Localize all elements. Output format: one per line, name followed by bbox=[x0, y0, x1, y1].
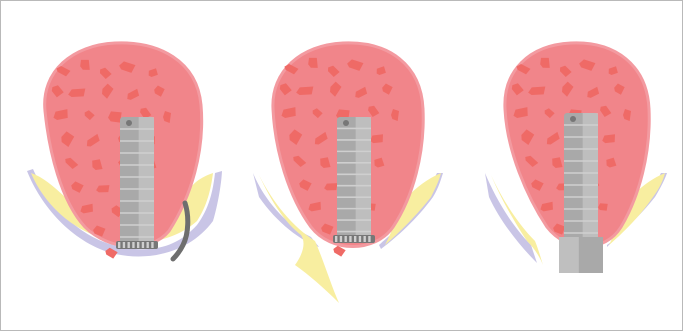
collar-notch bbox=[335, 236, 337, 242]
collar-notch bbox=[132, 242, 134, 248]
collar-notch bbox=[151, 242, 153, 248]
implant-highlight bbox=[139, 117, 154, 249]
collar-notch bbox=[128, 242, 130, 248]
collar-notch bbox=[340, 236, 342, 242]
collar-notch bbox=[354, 236, 356, 242]
implant-highlight bbox=[583, 113, 598, 245]
abutment-highlight bbox=[559, 237, 579, 273]
panel-1 bbox=[27, 43, 222, 259]
collar-notch bbox=[118, 242, 120, 248]
collar-notch bbox=[359, 236, 361, 242]
implant-screw-hole bbox=[570, 116, 576, 122]
collar-notch bbox=[123, 242, 125, 248]
collar-notch bbox=[147, 242, 149, 248]
collar-notch bbox=[364, 236, 366, 242]
collar-notch bbox=[349, 236, 351, 242]
collar-notch bbox=[368, 236, 370, 242]
collar-notch bbox=[345, 236, 347, 242]
implant-screw-hole bbox=[126, 120, 132, 126]
collar-notch bbox=[137, 242, 139, 248]
panel-3 bbox=[485, 43, 667, 273]
implant-highlight bbox=[356, 117, 371, 243]
panel-2 bbox=[253, 43, 443, 303]
collar-notch bbox=[142, 242, 144, 248]
implant-screw-hole bbox=[343, 120, 349, 126]
